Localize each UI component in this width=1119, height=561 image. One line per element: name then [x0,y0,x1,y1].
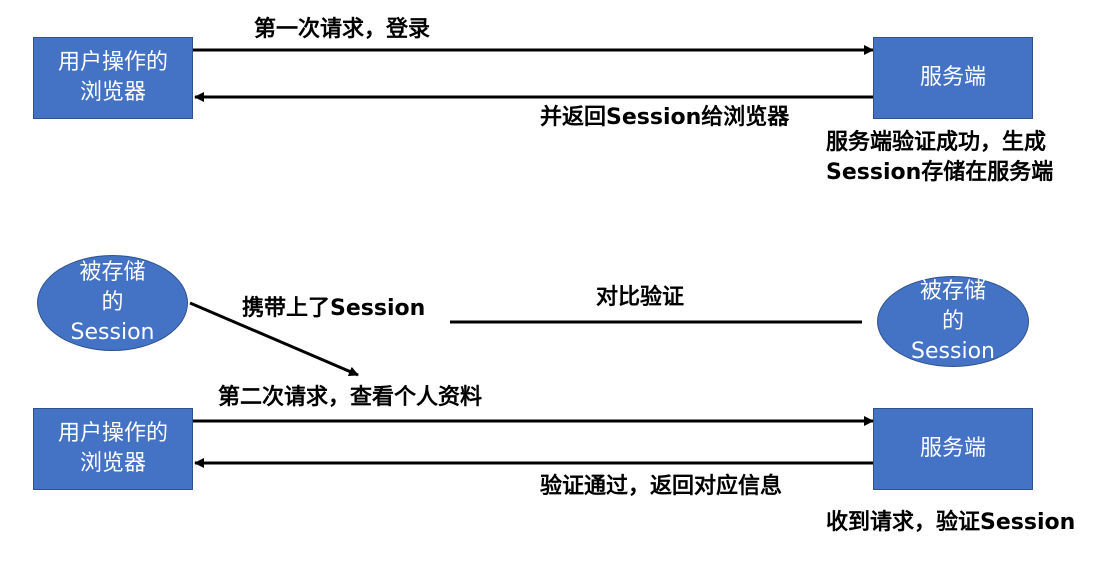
top-server-note-line1: 服务端验证成功，生成 [826,130,1047,155]
bottom-request-label: 第二次请求，查看个人资料 [218,385,483,410]
top-browser-node: 用户操作的浏览器 [33,37,193,119]
bottom-server-note: 收到请求，验证Session [826,510,1076,535]
top-server-node: 服务端 [873,37,1033,119]
top-request-label: 第一次请求，登录 [254,17,431,42]
carry-session-label: 携带上了Session [242,296,426,321]
top-browser-label: 用户操作的浏览器 [57,50,168,105]
compare-label: 对比验证 [596,285,685,310]
top-response-label: 并返回Session给浏览器 [540,105,790,130]
bottom-browser-node: 用户操作的浏览器 [33,408,193,490]
client-session-label: 被存储的Session [70,260,155,345]
bottom-server-label: 服务端 [919,436,986,461]
bottom-browser-label: 用户操作的浏览器 [57,421,168,476]
server-session-node: 被存储的Session [877,276,1029,367]
top-server-note-line2: Session存储在服务端 [826,160,1054,185]
carry-session-arrow [189,301,359,377]
server-session-label: 被存储的Session [911,278,995,364]
bottom-server-node: 服务端 [873,408,1033,490]
top-server-label: 服务端 [919,65,986,90]
client-session-node: 被存储的Session [37,255,188,351]
bottom-response-label: 验证通过，返回对应信息 [540,474,783,499]
